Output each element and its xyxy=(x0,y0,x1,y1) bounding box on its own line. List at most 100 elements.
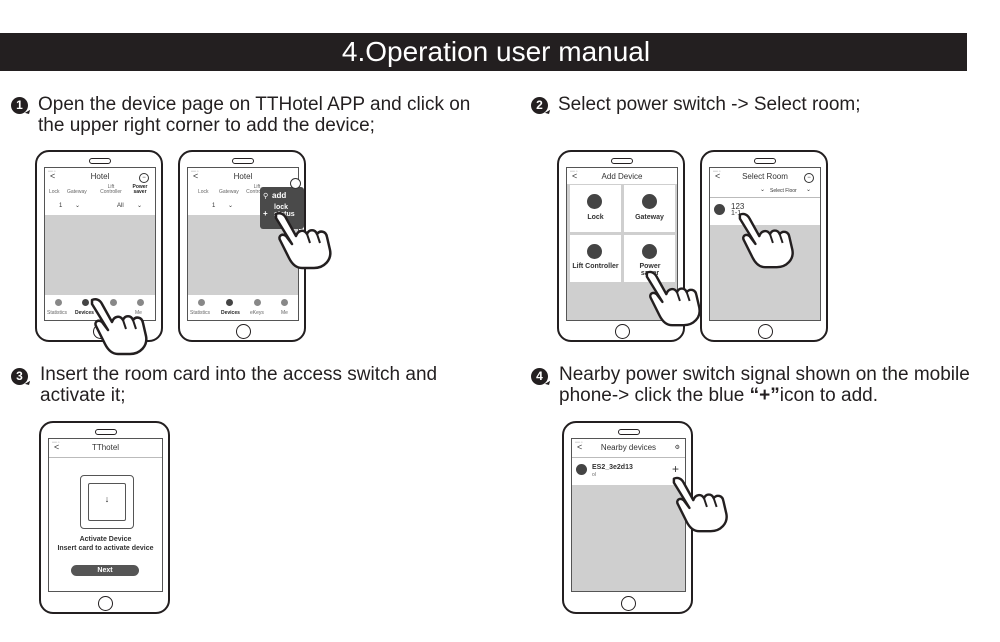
phone-screen: ••••• ◗ < Nearby devices ⚙ ES2_3e2d13 ol… xyxy=(571,438,686,592)
step-3-text: Insert the room card into the access swi… xyxy=(40,364,438,406)
nav-statistics[interactable]: Statistics xyxy=(190,310,211,316)
device-sub: ol xyxy=(592,472,596,478)
devices-icon[interactable] xyxy=(82,299,89,306)
phone-screen: ••••• ◗ < TThotel ↓ Activate Device Inse… xyxy=(48,438,163,592)
page-title: 4.Operation user manual xyxy=(341,36,651,67)
search-icon: ⚲ xyxy=(263,193,269,200)
step-4-text-part: Nearby power switch signal shown on the … xyxy=(559,364,970,406)
tab-gateway[interactable]: Gateway xyxy=(219,189,239,195)
pointing-hand-icon xyxy=(645,270,701,327)
tab-gateway[interactable]: Gateway xyxy=(67,189,87,195)
pointing-hand-icon xyxy=(274,211,332,270)
all-filter[interactable]: All xyxy=(117,203,124,209)
home-button xyxy=(615,324,630,339)
back-icon[interactable]: < xyxy=(577,442,583,452)
chevron-down-icon[interactable]: ⌄ xyxy=(228,203,234,209)
room-number: 123 xyxy=(731,202,745,211)
tile-label: Lock xyxy=(587,214,604,221)
room-icon xyxy=(714,204,725,215)
step-number-2: 2 xyxy=(531,97,548,114)
phone-activate: ••••• ◗ < TThotel ↓ Activate Device Inse… xyxy=(39,421,170,614)
card-slot-icon: ↓ xyxy=(80,475,134,529)
ekeys-icon[interactable] xyxy=(254,299,261,306)
back-icon[interactable]: < xyxy=(715,171,721,181)
tile-label: Lift Controller xyxy=(572,263,619,270)
select-floor[interactable]: Select Floor xyxy=(770,188,797,194)
tab-lift-controller[interactable]: Lift Controller xyxy=(246,184,268,195)
step-4-text-end: icon to add. xyxy=(779,385,879,406)
back-icon[interactable]: < xyxy=(572,171,578,181)
settings-circle-icon[interactable]: − xyxy=(804,173,814,183)
add-circle-icon[interactable]: − xyxy=(139,173,149,183)
home-button xyxy=(621,596,636,611)
next-button[interactable]: Next xyxy=(71,565,139,576)
room-item[interactable]: 123 1-1 xyxy=(710,198,820,224)
device-tile-gateway[interactable]: Gateway xyxy=(624,185,675,232)
screen-title: Nearby devices xyxy=(600,443,657,452)
nearby-device-item[interactable]: ES2_3e2d13 ol + xyxy=(572,458,685,482)
screen-title: Select Room xyxy=(742,172,788,181)
tab-lock[interactable]: Lock xyxy=(198,189,209,195)
plus-icon: + xyxy=(263,209,268,218)
screen-title: Hotel xyxy=(233,172,253,181)
device-tile-lock[interactable]: Lock xyxy=(570,185,621,232)
floor-filter[interactable]: 1 xyxy=(212,203,216,209)
nav-me[interactable]: Me xyxy=(135,310,142,316)
back-icon[interactable]: < xyxy=(54,442,60,452)
phone-hotel-1: ••••• ◗ < Hotel − Lock Gateway Lift Cont… xyxy=(35,150,163,342)
pointing-hand-icon xyxy=(672,476,728,533)
screen-title: TThotel xyxy=(91,443,120,452)
nav-statistics[interactable]: Statistics xyxy=(47,310,68,316)
me-icon[interactable] xyxy=(137,299,144,306)
statistics-icon[interactable] xyxy=(198,299,205,306)
home-button xyxy=(758,324,773,339)
nav-ekeys[interactable]: eKeys xyxy=(250,310,264,316)
back-icon[interactable]: < xyxy=(193,171,199,181)
phone-screen: ••••• ◗ < Hotel − Lock Gateway Lift Cont… xyxy=(44,167,156,321)
ekeys-icon[interactable] xyxy=(110,299,117,306)
device-tile-lift[interactable]: Lift Controller xyxy=(570,235,621,282)
nav-devices[interactable]: Devices xyxy=(221,310,240,316)
phone-select-room: ••••• ◗ < Select Room − ⌄ Select Floor ⌄… xyxy=(700,150,828,342)
screen-title: Hotel xyxy=(90,172,110,181)
step-number-3: 3 xyxy=(11,368,28,385)
phone-nearby: ••••• ◗ < Nearby devices ⚙ ES2_3e2d13 ol… xyxy=(562,421,693,614)
room-sub: 1-1 xyxy=(731,210,742,217)
nav-me[interactable]: Me xyxy=(281,310,288,316)
device-icon xyxy=(576,464,587,475)
tab-lock[interactable]: Lock xyxy=(49,189,60,195)
menu-add[interactable]: add xyxy=(272,191,287,200)
step-2-text: Select power switch -> Select room; xyxy=(558,94,861,115)
tab-lift-controller[interactable]: Lift Controller xyxy=(100,184,122,195)
gear-icon[interactable]: ⚙ xyxy=(674,445,680,451)
title-banner xyxy=(0,33,967,71)
activate-title: Activate Device xyxy=(79,536,132,543)
device-list-area xyxy=(572,485,685,591)
back-icon[interactable]: < xyxy=(50,171,56,181)
lock-icon xyxy=(587,194,602,209)
tile-label: Gateway xyxy=(635,214,664,221)
step-number-4: 4 xyxy=(531,368,548,385)
add-device-plus-icon[interactable]: + xyxy=(671,462,679,476)
me-icon[interactable] xyxy=(281,299,288,306)
chevron-down-icon[interactable]: ⌄ xyxy=(806,187,812,193)
plus-quote: “+” xyxy=(749,385,780,406)
chevron-down-icon[interactable]: ⌄ xyxy=(75,203,81,209)
statistics-icon[interactable] xyxy=(55,299,62,306)
device-name: ES2_3e2d13 xyxy=(592,464,633,471)
add-circle-icon[interactable] xyxy=(290,178,301,189)
pointing-hand-icon xyxy=(738,212,794,269)
devices-icon[interactable] xyxy=(226,299,233,306)
gateway-icon xyxy=(642,194,657,209)
device-list-area xyxy=(45,215,155,295)
phone-hotel-2: ••••• ◗ < Hotel Lock Gateway Lift Contro… xyxy=(178,150,306,342)
tab-power-saver[interactable]: Power saver xyxy=(132,184,148,195)
pointing-hand-icon xyxy=(90,297,148,356)
nav-devices[interactable]: Devices xyxy=(75,310,94,316)
chevron-down-icon[interactable]: ⌄ xyxy=(760,187,766,193)
floor-filter[interactable]: 1 xyxy=(59,203,63,209)
power-icon xyxy=(642,244,657,259)
step-number-1: 1 xyxy=(11,97,28,114)
chevron-down-icon[interactable]: ⌄ xyxy=(137,203,143,209)
home-button xyxy=(236,324,251,339)
